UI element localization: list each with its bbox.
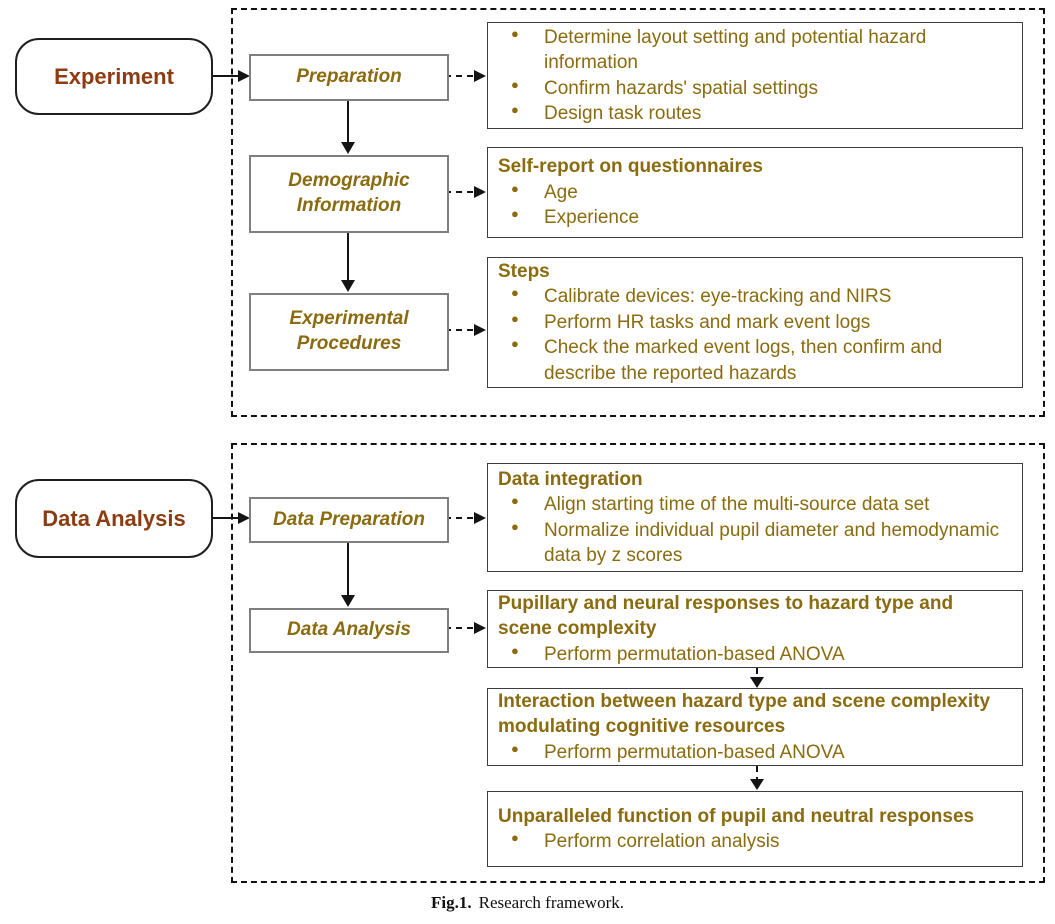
bullet-item: Check the marked event logs, then confir…: [498, 335, 1012, 386]
demographic-detail-box: Self-report on questionnaires Age Experi…: [487, 147, 1023, 238]
detail-heading: Data integration: [498, 468, 643, 490]
bullet-item: Perform correlation analysis: [498, 829, 1012, 854]
interaction-bullet-list: Perform permutation-based ANOVA: [498, 740, 1012, 765]
experiment-section-frame: [231, 8, 1045, 417]
experiment-stage-label: Experiment: [54, 63, 174, 89]
demographic-information-step-label: Demographic Information: [288, 170, 410, 216]
preparation-bullet-list: Determine layout setting and potential h…: [498, 25, 1012, 127]
experiment-stage-box: Experiment: [15, 38, 213, 115]
demographic-information-step-box: Demographic Information: [249, 155, 449, 233]
pupillary-neural-responses-detail-box: Pupillary and neural responses to hazard…: [487, 590, 1023, 668]
experimental-procedures-step-box: Experimental Procedures: [249, 293, 449, 371]
experimental-procedures-step-label: Experimental Procedures: [289, 308, 409, 354]
bullet-item: Align starting time of the multi-source …: [498, 492, 1012, 517]
preparation-detail-box: Determine layout setting and potential h…: [487, 22, 1023, 129]
bullet-item: Perform HR tasks and mark event logs: [498, 310, 1012, 335]
bullet-item: Normalize individual pupil diameter and …: [498, 518, 1012, 569]
data-analysis-stage-label: Data Analysis: [42, 505, 186, 531]
detail-heading: Steps: [498, 260, 550, 282]
figure-caption-text: Research framework.: [478, 893, 624, 912]
bullet-item: Calibrate devices: eye-tracking and NIRS: [498, 284, 1012, 309]
figure-caption: Fig.1. Research framework.: [0, 893, 1055, 913]
data-analysis-section-frame: [231, 443, 1045, 883]
unparalleled-bullet-list: Perform correlation analysis: [498, 829, 1012, 854]
unparalleled-function-detail-box: Unparalleled function of pupil and neutr…: [487, 791, 1023, 867]
data-analysis-step-label: Data Analysis: [287, 619, 411, 641]
detail-heading: Self-report on questionnaires: [498, 156, 763, 178]
data-integration-bullet-list: Align starting time of the multi-source …: [498, 492, 1012, 568]
bullet-item: Age: [498, 180, 1012, 205]
preparation-step-label: Preparation: [296, 66, 402, 88]
data-analysis-stage-box: Data Analysis: [15, 479, 213, 558]
demographic-bullet-list: Age Experience: [498, 180, 1012, 231]
bullet-item: Experience: [498, 205, 1012, 230]
bullet-item: Confirm hazards' spatial settings: [498, 76, 1012, 101]
figure-caption-label: Fig.1.: [431, 893, 472, 912]
bullet-item: Perform permutation-based ANOVA: [498, 740, 1012, 765]
data-preparation-step-box: Data Preparation: [249, 497, 449, 543]
interaction-detail-box: Interaction between hazard type and scen…: [487, 688, 1023, 766]
data-integration-detail-box: Data integration Align starting time of …: [487, 463, 1023, 572]
detail-heading: Pupillary and neural responses to hazard…: [498, 592, 954, 640]
pupillary-bullet-list: Perform permutation-based ANOVA: [498, 642, 1012, 667]
preparation-step-box: Preparation: [249, 54, 449, 101]
bullet-item: Design task routes: [498, 101, 1012, 126]
experimental-procedures-detail-box: Steps Calibrate devices: eye-tracking an…: [487, 257, 1023, 388]
data-preparation-step-label: Data Preparation: [272, 508, 426, 530]
procedures-bullet-list: Calibrate devices: eye-tracking and NIRS…: [498, 284, 1012, 386]
bullet-item: Determine layout setting and potential h…: [498, 25, 1012, 76]
detail-heading: Interaction between hazard type and scen…: [498, 690, 991, 738]
bullet-item: Perform permutation-based ANOVA: [498, 642, 1012, 667]
detail-heading: Unparalleled function of pupil and neutr…: [498, 805, 975, 827]
data-analysis-step-box: Data Analysis: [249, 608, 449, 653]
